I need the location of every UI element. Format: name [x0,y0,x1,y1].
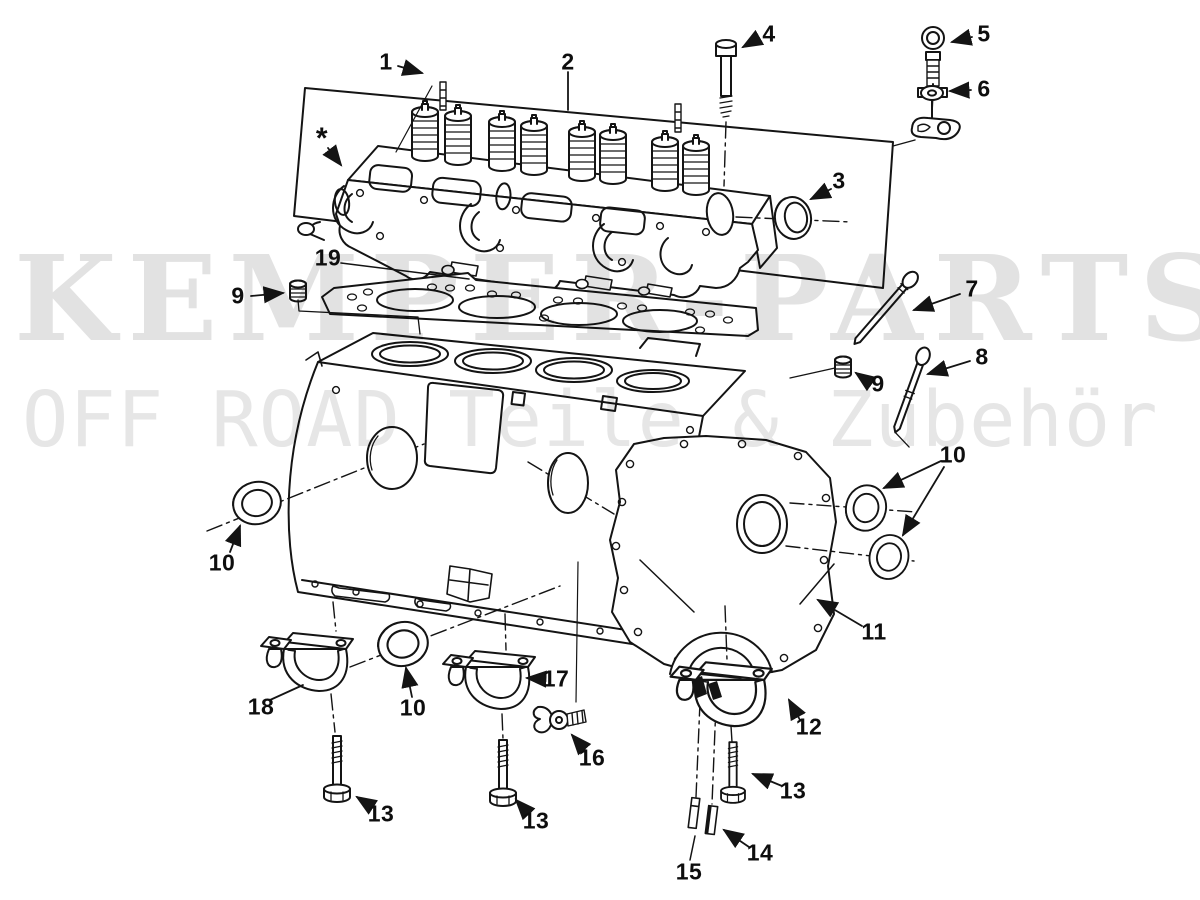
callout-12-14: 12 [795,713,823,740]
callout-18-22: 18 [247,693,275,720]
timing-cover [609,435,837,679]
eye-nut [917,85,948,101]
callout-10-11: 10 [399,694,427,721]
callout-13-16: 13 [522,807,550,834]
cylinder-head [297,81,778,299]
callout-9-9: 9 [871,370,885,397]
head-gasket [321,262,759,337]
head-bolt [715,39,737,187]
hook-bracket [910,116,961,141]
callout-13-15: 13 [367,800,395,827]
callout-asterisk-24: * [315,122,329,155]
callout-7-6: 7 [965,275,979,302]
callout-16-20: 16 [578,744,606,771]
callout-13-17: 13 [779,777,807,804]
expansion-plug-left [289,279,421,335]
callout-6-5: 6 [977,75,991,102]
callout-11-13: 11 [861,618,887,645]
callout-10-12: 10 [939,441,967,468]
leader-lines [224,28,973,849]
callout-19-23: 19 [314,244,342,271]
lifting-eye-assembly [892,26,961,147]
callout-5-4: 5 [977,20,991,47]
cup-seal [735,196,852,240]
callout-3-2: 3 [832,167,846,194]
callout-10-10: 10 [208,549,236,576]
drain-cock [532,705,587,734]
callout-14-18: 14 [746,839,774,866]
bearing-caps [260,601,773,805]
callout-1-0: 1 [379,48,393,75]
seal-pins [687,796,719,861]
camshaft-bearings [227,475,917,673]
callout-4-3: 4 [762,20,776,47]
expansion-plug-right [789,355,852,379]
dipstick-rod-7 [853,270,919,345]
callout-15-19: 15 [675,858,703,885]
callout-9-8: 9 [231,282,245,309]
callout-8-7: 8 [975,343,989,370]
callout-17-21: 17 [542,665,570,692]
callout-2-1: 2 [561,48,575,75]
